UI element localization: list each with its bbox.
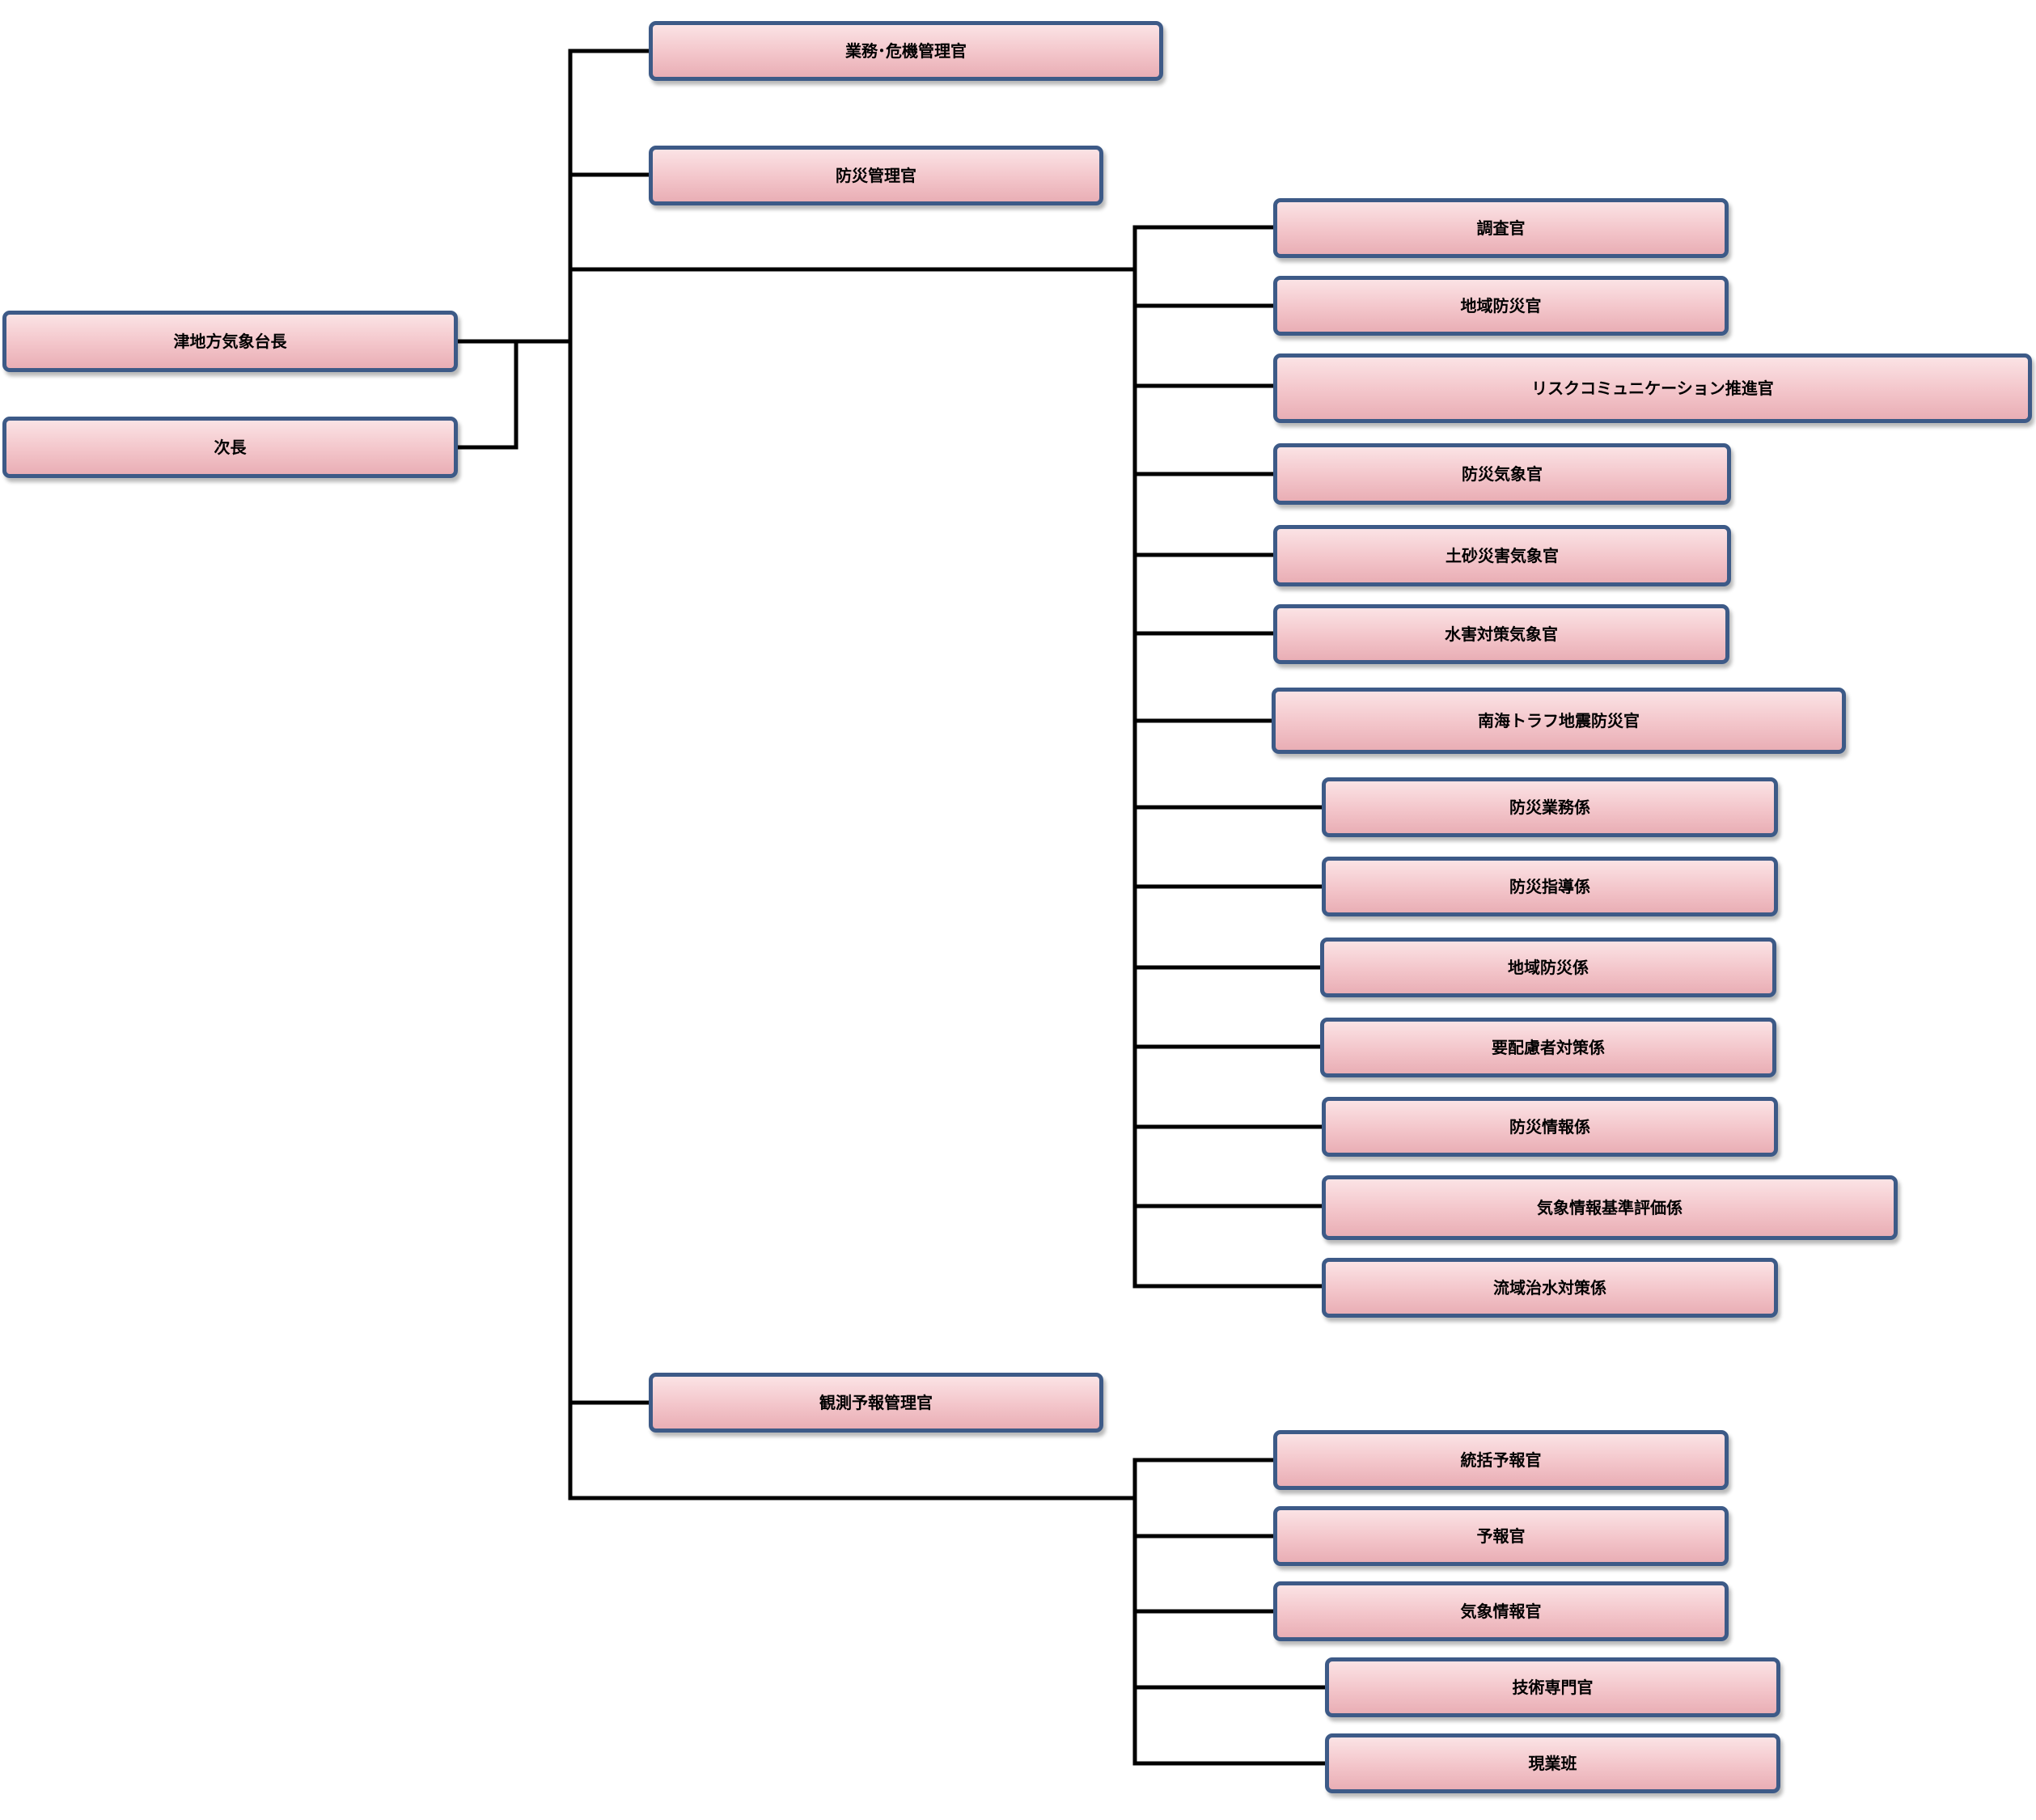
staff-box-sediment-disaster-officer: 土砂災害気象官	[1273, 525, 1731, 586]
staff-box-basin-flood-section: 流域治水対策係	[1322, 1258, 1778, 1318]
staff-box-disaster-operations-section: 防災業務係	[1322, 777, 1778, 837]
staff-box-forecaster: 予報官	[1273, 1506, 1729, 1566]
staff-box-disaster-meteorology-officer: 防災気象官	[1273, 443, 1731, 505]
staff-box-investigator: 調査官	[1273, 198, 1729, 258]
staff-box-risk-communication-officer: リスクコミュニケーション推進官	[1273, 353, 2032, 423]
staff-box-technical-specialist: 技術専門官	[1325, 1657, 1780, 1717]
staff-box-operations-team: 現業班	[1325, 1733, 1780, 1793]
staff-box-flood-countermeasure-officer: 水害対策気象官	[1273, 604, 1729, 664]
director-box: 津地方気象台長	[2, 311, 458, 372]
staff-box-nankai-trough-officer: 南海トラフ地震防災官	[1272, 688, 1846, 754]
observation-forecast-officer-box: 観測予報管理官	[649, 1373, 1103, 1433]
staff-box-weather-information-officer: 気象情報官	[1273, 1581, 1729, 1641]
staff-box-disaster-information-section: 防災情報係	[1322, 1097, 1778, 1157]
business-crisis-officer-box: 業務･危機管理官	[649, 21, 1163, 81]
staff-box-regional-disaster-officer: 地域防災官	[1273, 276, 1729, 336]
disaster-prevention-officer-box: 防災管理官	[649, 146, 1103, 205]
deputy-box: 次長	[2, 417, 458, 478]
staff-box-regional-disaster-section: 地域防災係	[1320, 938, 1776, 997]
staff-box-weather-criteria-section: 気象情報基準評価係	[1322, 1175, 1898, 1240]
staff-box-vulnerable-support-section: 要配慮者対策係	[1320, 1018, 1776, 1077]
staff-box-chief-forecaster: 統括予報官	[1273, 1430, 1729, 1490]
staff-box-disaster-guidance-section: 防災指導係	[1322, 857, 1778, 916]
